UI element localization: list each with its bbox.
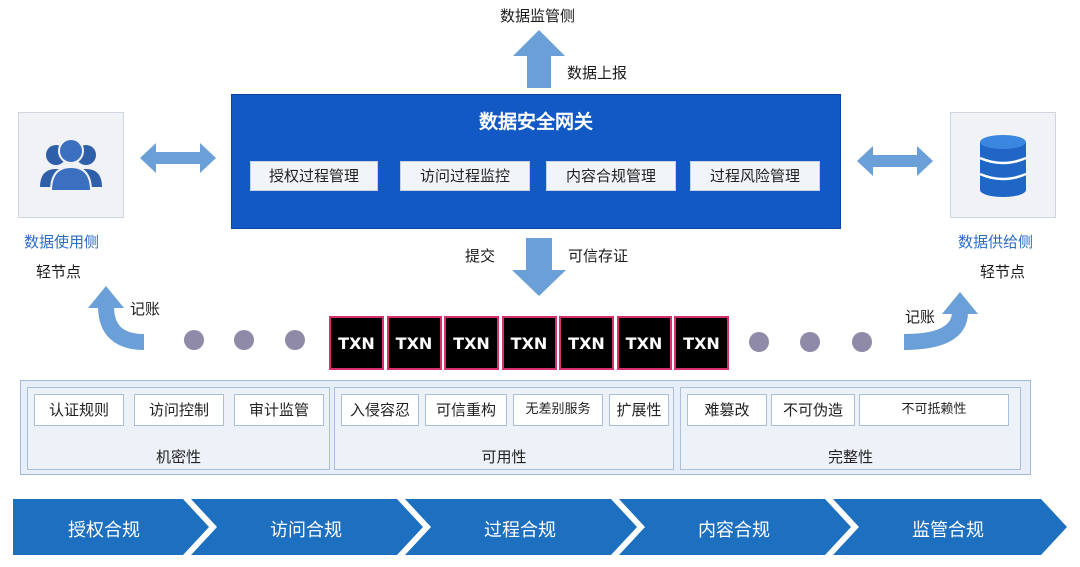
right-bidirectional-arrow	[857, 146, 933, 176]
compliance-step-5	[833, 499, 1067, 555]
data-provider-label: 数据供给侧	[958, 233, 1034, 251]
data-consumer-label: 数据使用侧	[24, 233, 100, 251]
chain-ellipsis-dot	[852, 332, 872, 352]
gateway-module-risk: 过程风险管理	[690, 161, 820, 191]
security-properties-panel: 认证规则 访问控制 审计监管 机密性 入侵容忍 可信重构 无差别服务 扩展性 可…	[20, 380, 1031, 475]
property-tamper-resistant: 难篡改	[687, 394, 767, 426]
data-consumer-box	[18, 112, 124, 218]
chain-ellipsis-dot	[285, 330, 305, 350]
right-ledger-arrow	[903, 292, 978, 350]
property-audit: 审计监管	[234, 394, 324, 426]
gateway-module-authorization: 授权过程管理	[250, 161, 378, 191]
gateway-title: 数据安全网关	[478, 111, 593, 133]
txn-block: TXN	[444, 316, 499, 370]
regulator-label: 数据监管侧	[500, 7, 576, 25]
txn-block: TXN	[559, 316, 614, 370]
txn-block: TXN	[501, 316, 557, 370]
property-uniform-service: 无差别服务	[513, 394, 603, 426]
txn-block: TXN	[386, 316, 442, 370]
compliance-step-3	[405, 499, 637, 555]
compliance-step-label: 过程合规	[484, 520, 556, 541]
compliance-step-label: 访问合规	[270, 520, 342, 541]
compliance-step-4	[619, 499, 851, 555]
left-ledger-label: 记账	[130, 300, 161, 318]
txn-block: TXN	[674, 316, 729, 370]
trusted-evidence-label: 可信存证	[568, 247, 629, 265]
submit-label: 提交	[465, 247, 496, 265]
group-availability: 入侵容忍 可信重构 无差别服务 扩展性 可用性	[334, 387, 674, 470]
group-confidentiality: 认证规则 访问控制 审计监管 机密性	[27, 387, 330, 470]
database-icon	[979, 135, 1027, 197]
property-trusted-rebuild: 可信重构	[425, 394, 507, 426]
chain-ellipsis-dot	[749, 332, 769, 352]
compliance-step-1	[13, 499, 209, 555]
property-unforgeable: 不可伪造	[771, 394, 855, 426]
data-security-gateway: 数据安全网关 授权过程管理 访问过程监控 内容合规管理 过程风险管理	[231, 94, 841, 229]
right-light-node-label: 轻节点	[980, 263, 1026, 281]
txn-block: TXN	[329, 316, 384, 370]
property-auth-rules: 认证规则	[34, 394, 124, 426]
transaction-chain: TXN TXN TXN TXN TXN TXN TXN	[329, 316, 732, 370]
data-provider-box	[950, 112, 1056, 218]
submit-down-arrow	[512, 238, 566, 296]
property-access-control: 访问控制	[134, 394, 224, 426]
group-label: 机密性	[155, 448, 201, 466]
property-non-repudiation: 不可抵赖性	[859, 394, 1009, 426]
gateway-module-access-monitor: 访问过程监控	[400, 161, 530, 191]
compliance-band	[13, 499, 1067, 555]
group-label: 完整性	[827, 448, 873, 466]
left-light-node-label: 轻节点	[36, 263, 82, 281]
chain-ellipsis-dot	[234, 330, 254, 350]
group-integrity: 难篡改 不可伪造 不可抵赖性 完整性	[680, 387, 1021, 470]
compliance-step-2	[191, 499, 423, 555]
chain-ellipsis-dot	[800, 332, 820, 352]
gateway-module-content-compliance: 内容合规管理	[546, 161, 676, 191]
left-ledger-arrow	[88, 286, 145, 350]
users-icon	[40, 138, 102, 192]
compliance-step-label: 授权合规	[68, 520, 140, 541]
report-up-arrow	[513, 30, 565, 88]
group-label: 可用性	[481, 448, 527, 466]
left-bidirectional-arrow	[140, 143, 216, 173]
compliance-step-label: 监管合规	[912, 520, 984, 541]
txn-block: TXN	[616, 316, 672, 370]
property-scalability: 扩展性	[609, 394, 669, 426]
report-label: 数据上报	[567, 64, 628, 82]
right-ledger-label: 记账	[905, 308, 936, 326]
compliance-step-label: 内容合规	[698, 520, 770, 541]
property-intrusion-tolerance: 入侵容忍	[341, 394, 419, 426]
chain-ellipsis-dot	[184, 330, 204, 350]
